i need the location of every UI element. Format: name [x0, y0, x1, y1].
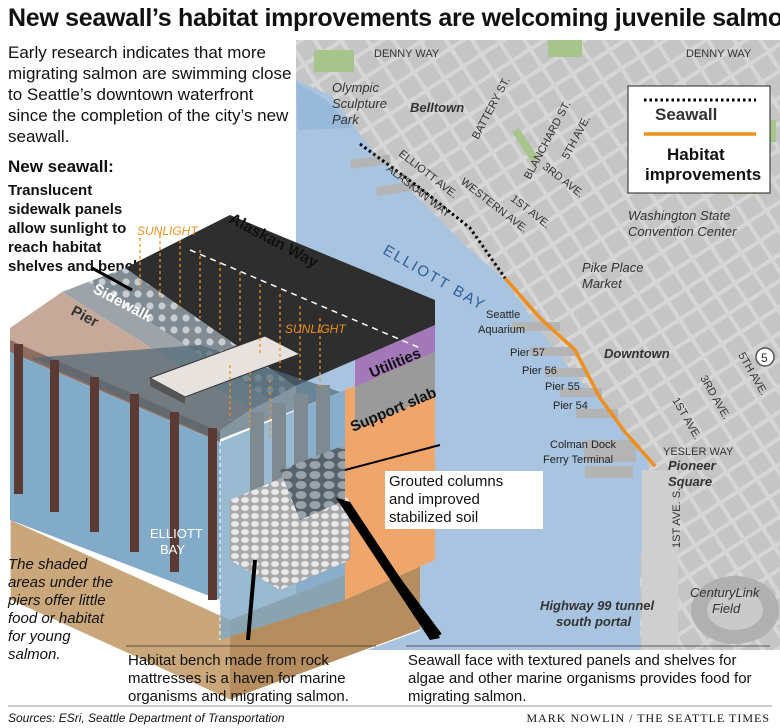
caption-grouted-1: Grouted columns [389, 473, 504, 490]
label-aquarium-1: Seattle [486, 309, 520, 321]
seawall-line [359, 142, 657, 467]
legend-habitat-2: improvements [645, 165, 761, 184]
utilities-block [355, 325, 435, 387]
map-water-shallow [296, 82, 352, 130]
svg-text:5: 5 [761, 351, 768, 365]
water [10, 352, 220, 600]
label-pioneer-2: Square [668, 474, 712, 489]
label-downtown: Downtown [604, 346, 670, 361]
caption-face: Seawall face with textured panels and sh… [408, 652, 752, 705]
leader-face-triangle [336, 498, 440, 640]
cutaway: Alaskan Way Sidewalk Pier SUNLIGHT SUNLI… [9, 211, 442, 701]
label-elliott-bay-1: ELLIOTT [150, 526, 203, 541]
pilings [14, 344, 217, 600]
label-pier56: Pier 56 [522, 365, 557, 377]
label-elliott-bay-2: BAY [160, 542, 185, 557]
habitat-improvements-line [503, 276, 657, 468]
label-pike-1: Pike Place [582, 260, 643, 275]
label-wscc-1: Washington State [628, 208, 730, 223]
legend: Seawall Habitat improvements [627, 85, 771, 194]
label-wscc-2: Convention Center [628, 224, 737, 239]
intro-text: Early research indicates that more migra… [8, 43, 292, 146]
subhead: New seawall: [8, 157, 114, 176]
label-centurylink-2: Field [712, 601, 741, 616]
caption-grouted-3: stabilized soil [389, 509, 479, 526]
caption-grouted: Grouted columns and improved stabilized … [385, 471, 543, 529]
label-aquarium-2: Aquarium [478, 324, 525, 336]
leader-sidewalk [91, 266, 133, 292]
sunlight-rays [139, 235, 321, 440]
interstate-shield: 5 [755, 347, 775, 367]
caption-bench: Habitat bench made from rock mattresses … [128, 652, 349, 705]
label-pier57: Pier 57 [510, 347, 545, 359]
label-1st-s: 1ST AVE. S. [671, 488, 683, 548]
label-pike-2: Market [582, 276, 623, 291]
label-centurylink-1: CenturyLink [690, 585, 761, 600]
source-line: Sources: ESri, Seattle Department of Tra… [8, 711, 285, 725]
label-denny-1: DENNY WAY [374, 48, 440, 60]
label-belltown: Belltown [410, 100, 464, 115]
support-slab [355, 352, 435, 430]
label-colman-1: Colman Dock [550, 439, 617, 451]
label-pier55: Pier 55 [545, 381, 580, 393]
label-denny-2: DENNY WAY [686, 48, 752, 60]
caption-shaded: The shaded areas under the piers offer l… [8, 556, 114, 663]
legend-seawall: Seawall [655, 105, 717, 124]
map-piers [350, 154, 636, 478]
label-hwy-1: Highway 99 tunnel [540, 598, 655, 613]
label-colman-2: Ferry Terminal [543, 454, 613, 466]
leader-columns [344, 444, 441, 471]
label-yesler: YESLER WAY [663, 446, 734, 458]
label-sunlight-2: SUNLIGHT [285, 322, 347, 336]
caption-grouted-2: and improved [389, 491, 480, 508]
legend-habitat-1: Habitat [667, 145, 725, 164]
label-pier54: Pier 54 [553, 400, 588, 412]
label-olympic-1: Olympic [332, 80, 379, 95]
label-olympic-3: Park [332, 112, 360, 127]
headline: New seawall’s habitat improvements are w… [8, 4, 780, 32]
credit-line: MARK NOWLIN / THE SEATTLE TIMES [526, 711, 770, 725]
label-sunlight-1: SUNLIGHT [137, 224, 199, 238]
label-olympic-2: Sculpture [332, 96, 387, 111]
label-pioneer-1: Pioneer [668, 458, 717, 473]
label-hwy-2: south portal [556, 614, 631, 629]
leader-bench [246, 559, 257, 641]
subhead-text: Translucent sidewalk panels allow sunlig… [8, 182, 147, 275]
